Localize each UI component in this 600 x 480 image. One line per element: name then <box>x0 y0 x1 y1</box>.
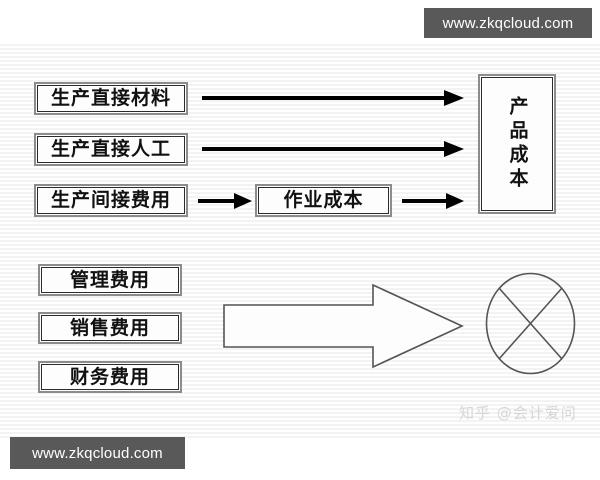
box-activity-cost-label: 作业成本 <box>283 189 364 211</box>
box-financial-expense[interactable]: 财务费用 <box>38 361 182 393</box>
box-product-cost[interactable]: 产品成本 <box>478 74 556 214</box>
watermark-bottom-left: www.zkqcloud.com <box>10 437 185 469</box>
box-indirect-cost[interactable]: 生产间接费用 <box>34 184 188 217</box>
arrow-indirect-cost-to-activity-cost <box>198 193 252 209</box>
box-direct-labor-label: 生产直接人工 <box>50 138 171 160</box>
crossed-out-ellipse-icon <box>485 272 576 375</box>
watermark-zhihu: 知乎 @会计爱问 <box>459 404 577 422</box>
box-indirect-cost-label: 生产间接费用 <box>50 189 171 211</box>
box-administrative-expense-label: 管理费用 <box>69 268 150 291</box>
box-selling-expense-label: 销售费用 <box>69 316 150 339</box>
box-direct-material[interactable]: 生产直接材料 <box>34 82 188 115</box>
box-direct-material-label: 生产直接材料 <box>50 87 171 109</box>
box-selling-expense[interactable]: 销售费用 <box>38 312 182 344</box>
arrow-direct-material-to-product <box>202 90 464 106</box>
box-product-cost-label: 产品成本 <box>506 96 529 192</box>
arrow-direct-labor-to-product <box>202 141 464 157</box>
watermark-top-right: www.zkqcloud.com <box>424 8 592 38</box>
box-financial-expense-label: 财务费用 <box>69 365 150 388</box>
arrow-period-expenses-to-excluded <box>223 283 464 369</box>
arrow-activity-cost-to-product <box>402 193 464 209</box>
box-administrative-expense[interactable]: 管理费用 <box>38 264 182 296</box>
box-activity-cost[interactable]: 作业成本 <box>255 184 392 217</box>
box-direct-labor[interactable]: 生产直接人工 <box>34 133 188 166</box>
